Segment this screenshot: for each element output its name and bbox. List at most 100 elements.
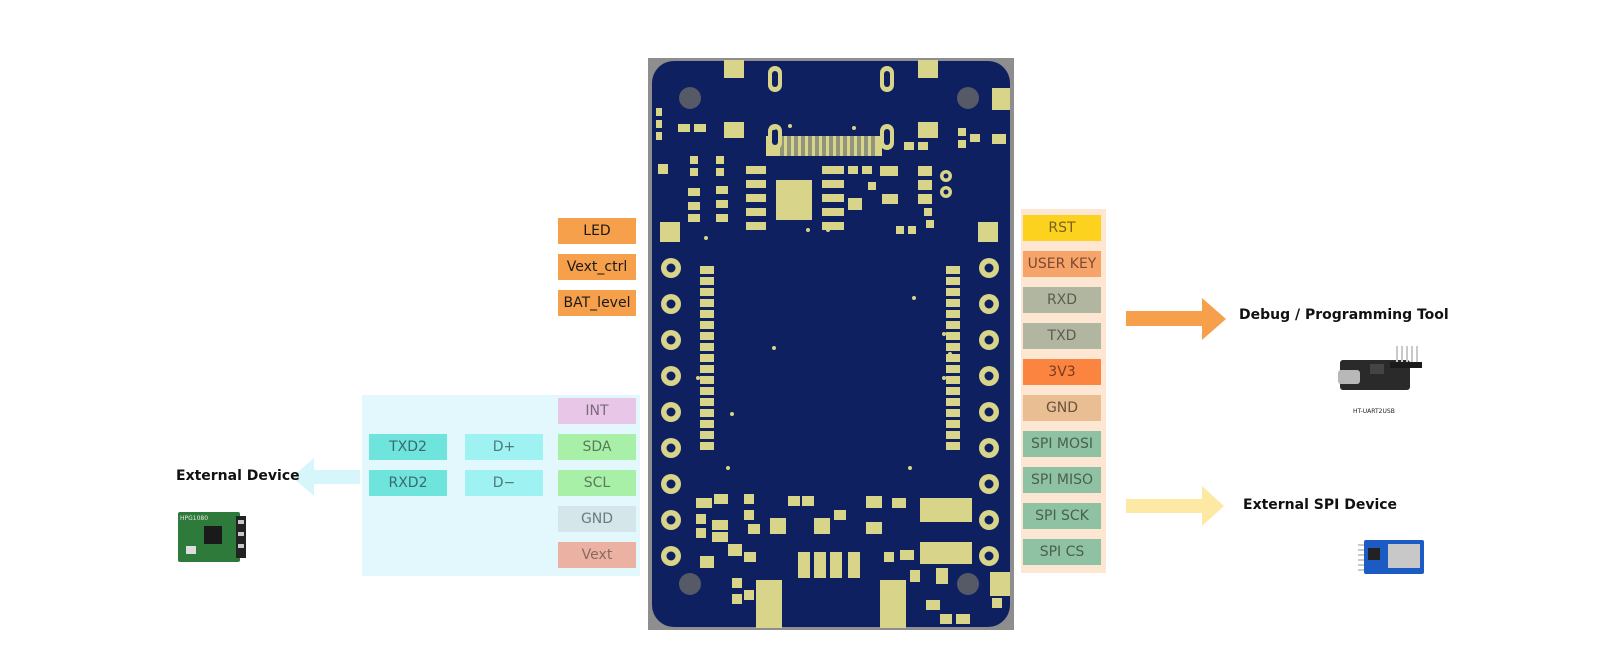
module-pad	[700, 321, 714, 329]
via	[788, 124, 792, 128]
smd-component	[712, 520, 728, 530]
header-pad-hole	[985, 480, 994, 489]
arrow-right-orange	[1126, 298, 1228, 340]
smd-component	[694, 124, 706, 132]
header-pad-hole	[667, 372, 676, 381]
smd-component	[926, 220, 934, 228]
smd-component	[744, 590, 754, 600]
header-pad-hole	[985, 300, 994, 309]
module-pad	[700, 332, 714, 340]
mounting-hole	[679, 573, 701, 595]
module-pad	[946, 431, 960, 439]
smd-component	[822, 166, 844, 174]
module-pad	[946, 299, 960, 307]
smd-component	[744, 552, 756, 562]
smd-component	[848, 166, 858, 174]
usb-uart-module-icon	[1334, 342, 1426, 398]
module-pad	[700, 365, 714, 373]
via	[948, 352, 952, 356]
pin-label-vext: Vext	[558, 542, 636, 568]
pin-label-d-: D−	[465, 470, 543, 496]
smd-component	[918, 142, 928, 150]
module-pad	[700, 354, 714, 362]
header-pad-hole	[985, 264, 994, 273]
smd-component	[848, 198, 862, 210]
module-pad	[946, 442, 960, 450]
smd-component	[658, 164, 668, 174]
module-pad	[700, 420, 714, 428]
smd-component	[712, 532, 728, 542]
pin-label-spi-sck: SPI SCK	[1023, 503, 1101, 529]
module-pad	[700, 398, 714, 406]
smd-component	[822, 208, 844, 216]
debug-tool-label: Debug / Programming Tool	[1239, 307, 1449, 323]
smd-component	[756, 580, 782, 628]
smd-component	[958, 140, 966, 148]
header-pad-hole	[667, 480, 676, 489]
external-spi-label: External SPI Device	[1243, 497, 1397, 513]
module-pad	[946, 387, 960, 395]
mounting-hole	[957, 573, 979, 595]
sd-card-module-icon	[1358, 538, 1428, 576]
smd-component	[882, 194, 898, 204]
smd-component	[716, 156, 724, 164]
via	[730, 412, 734, 416]
smd-component	[862, 166, 872, 174]
module-pad	[946, 420, 960, 428]
smd-component	[900, 550, 914, 560]
pin-label-bat-level: BAT_level	[558, 290, 636, 316]
smd-component	[904, 142, 914, 150]
module-pad	[946, 332, 960, 340]
smd-component	[696, 514, 706, 524]
module-pad	[700, 409, 714, 417]
smd-component	[746, 194, 766, 202]
module-pad	[700, 376, 714, 384]
module-pad	[946, 365, 960, 373]
via	[942, 376, 946, 380]
smd-component	[746, 166, 766, 174]
pin-label-3v3: 3V3	[1023, 359, 1101, 385]
smd-component	[716, 186, 728, 194]
module-pad	[700, 431, 714, 439]
smd-component	[696, 498, 712, 508]
smd-component	[744, 510, 754, 520]
smd-component	[744, 494, 754, 504]
pin-label-txd: TXD	[1023, 323, 1101, 349]
smd-component	[716, 168, 724, 176]
smd-component	[678, 124, 690, 132]
mounting-hole	[957, 87, 979, 109]
smd-component	[822, 194, 844, 202]
smd-component	[656, 120, 662, 128]
smd-component	[956, 614, 970, 624]
smd-component	[822, 180, 844, 188]
smd-component	[848, 552, 860, 578]
smd-component	[688, 214, 700, 222]
usb-module-caption: HT-UART2USB	[1353, 408, 1395, 415]
module-pad	[946, 321, 960, 329]
module-pad	[946, 398, 960, 406]
pin-label-d-: D+	[465, 434, 543, 460]
smd-component	[830, 552, 842, 578]
smd-component	[868, 182, 876, 190]
pin-label-spi-cs: SPI CS	[1023, 539, 1101, 565]
pin-label-int: INT	[558, 398, 636, 424]
via	[942, 332, 946, 336]
pin-label-rxd2: RXD2	[369, 470, 447, 496]
smd-component	[700, 556, 714, 568]
smd-component	[958, 128, 966, 136]
external-device-label: External Device	[176, 468, 300, 484]
smd-component	[656, 108, 662, 116]
header-pad-square	[978, 222, 998, 242]
mounting-hole	[679, 87, 701, 109]
smd-component	[728, 544, 742, 556]
smd-component	[918, 180, 932, 190]
module-pad	[700, 266, 714, 274]
smd-component	[880, 166, 898, 176]
smd-component	[920, 542, 972, 564]
header-pad-hole	[667, 516, 676, 525]
header-pad-hole	[667, 408, 676, 417]
via	[826, 228, 830, 232]
via	[852, 126, 856, 130]
arrow-right-yellow	[1126, 486, 1226, 526]
smd-component	[924, 208, 932, 216]
